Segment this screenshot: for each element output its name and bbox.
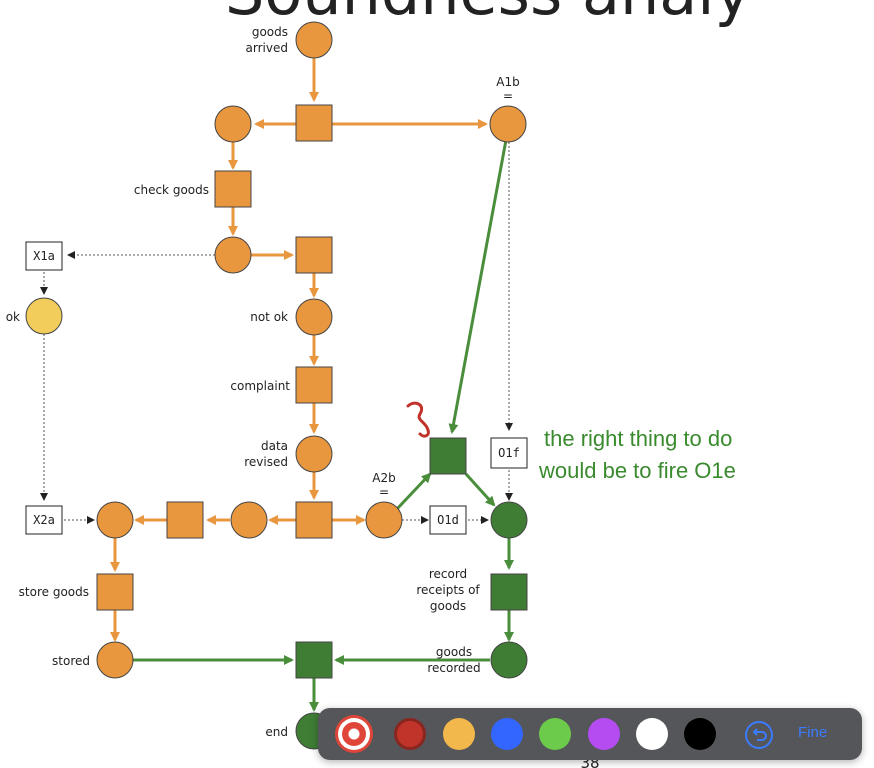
x1a-box (25, 241, 63, 271)
color-swatch-blue[interactable] (491, 718, 523, 750)
red-check-mark (406, 401, 430, 438)
label-ok: ok (6, 310, 20, 324)
label-a1b-eq: = (503, 89, 513, 103)
transition-t-not-ok (295, 236, 333, 274)
color-swatch-white[interactable] (636, 718, 668, 750)
label-goods-arrived-1: goods (252, 25, 288, 39)
transition-t-mid (166, 501, 204, 539)
label-not-ok: not ok (250, 310, 288, 324)
label-record-receipts-3: goods (430, 599, 466, 613)
dotted-arcs (40, 142, 513, 524)
x2a-box (25, 505, 63, 535)
transition-split (295, 104, 333, 142)
label-data-revised-2: revised (244, 455, 288, 469)
label-end: end (265, 725, 288, 739)
color-swatch-green[interactable] (539, 718, 571, 750)
orange-arcs (110, 58, 488, 642)
label-a2b-eq: = (379, 485, 389, 499)
place-p2 (214, 236, 252, 274)
place-ok (25, 297, 63, 335)
place-goods-recorded (490, 641, 528, 679)
place-a2b (365, 501, 403, 539)
annotation-line-2: would be to fire O1e (538, 458, 736, 483)
color-swatch-purple[interactable] (588, 718, 620, 750)
label-goods-recorded-2: recorded (427, 661, 480, 675)
label-a1b: A1b (496, 75, 519, 89)
place-p4 (96, 501, 134, 539)
transition-store-goods (96, 573, 134, 611)
transition-fired (429, 437, 467, 475)
transition-t-revise (295, 501, 333, 539)
label-record-receipts-2: receipts of (416, 583, 480, 597)
transition-join (295, 641, 333, 679)
done-button[interactable]: Fine (798, 724, 828, 741)
label-complaint: complaint (230, 379, 290, 393)
x1a-label: X1a (33, 249, 55, 263)
transition-record-receipts (490, 573, 528, 611)
o1d-label: O1d (437, 513, 459, 527)
color-swatch-red-pen[interactable] (338, 718, 370, 750)
color-swatch-yellow[interactable] (443, 718, 475, 750)
x2a-label: X2a (33, 513, 55, 527)
place-not-ok (295, 298, 333, 336)
markup-toolbar: Fine (318, 708, 862, 760)
place-a1b (489, 105, 527, 143)
label-data-revised-1: data (261, 439, 288, 453)
undo-icon[interactable] (744, 720, 774, 750)
o1d-box (429, 505, 467, 535)
label-record-receipts-1: record (429, 567, 467, 581)
label-goods-recorded-1: goods (436, 645, 472, 659)
transition-check-goods (214, 170, 252, 208)
place-data-revised (295, 435, 333, 473)
o1f-label: O1f (498, 446, 520, 460)
label-check-goods: check goods (134, 183, 209, 197)
place-stored (96, 641, 134, 679)
label-stored: stored (52, 654, 90, 668)
label-goods-arrived-2: arrived (246, 41, 288, 55)
green-arcs (133, 139, 514, 712)
place-goods-arrived (295, 21, 333, 59)
annotation-line-1: the right thing to do (544, 426, 732, 451)
color-swatch-dark-red[interactable] (394, 718, 426, 750)
place-p3 (230, 501, 268, 539)
place-p5-green (490, 501, 528, 539)
label-a2b: A2b (372, 471, 395, 485)
color-swatch-black[interactable] (684, 718, 716, 750)
label-store-goods: store goods (19, 585, 89, 599)
o1f-box (490, 437, 528, 469)
place-p1 (214, 105, 252, 143)
transition-complaint (295, 366, 333, 404)
